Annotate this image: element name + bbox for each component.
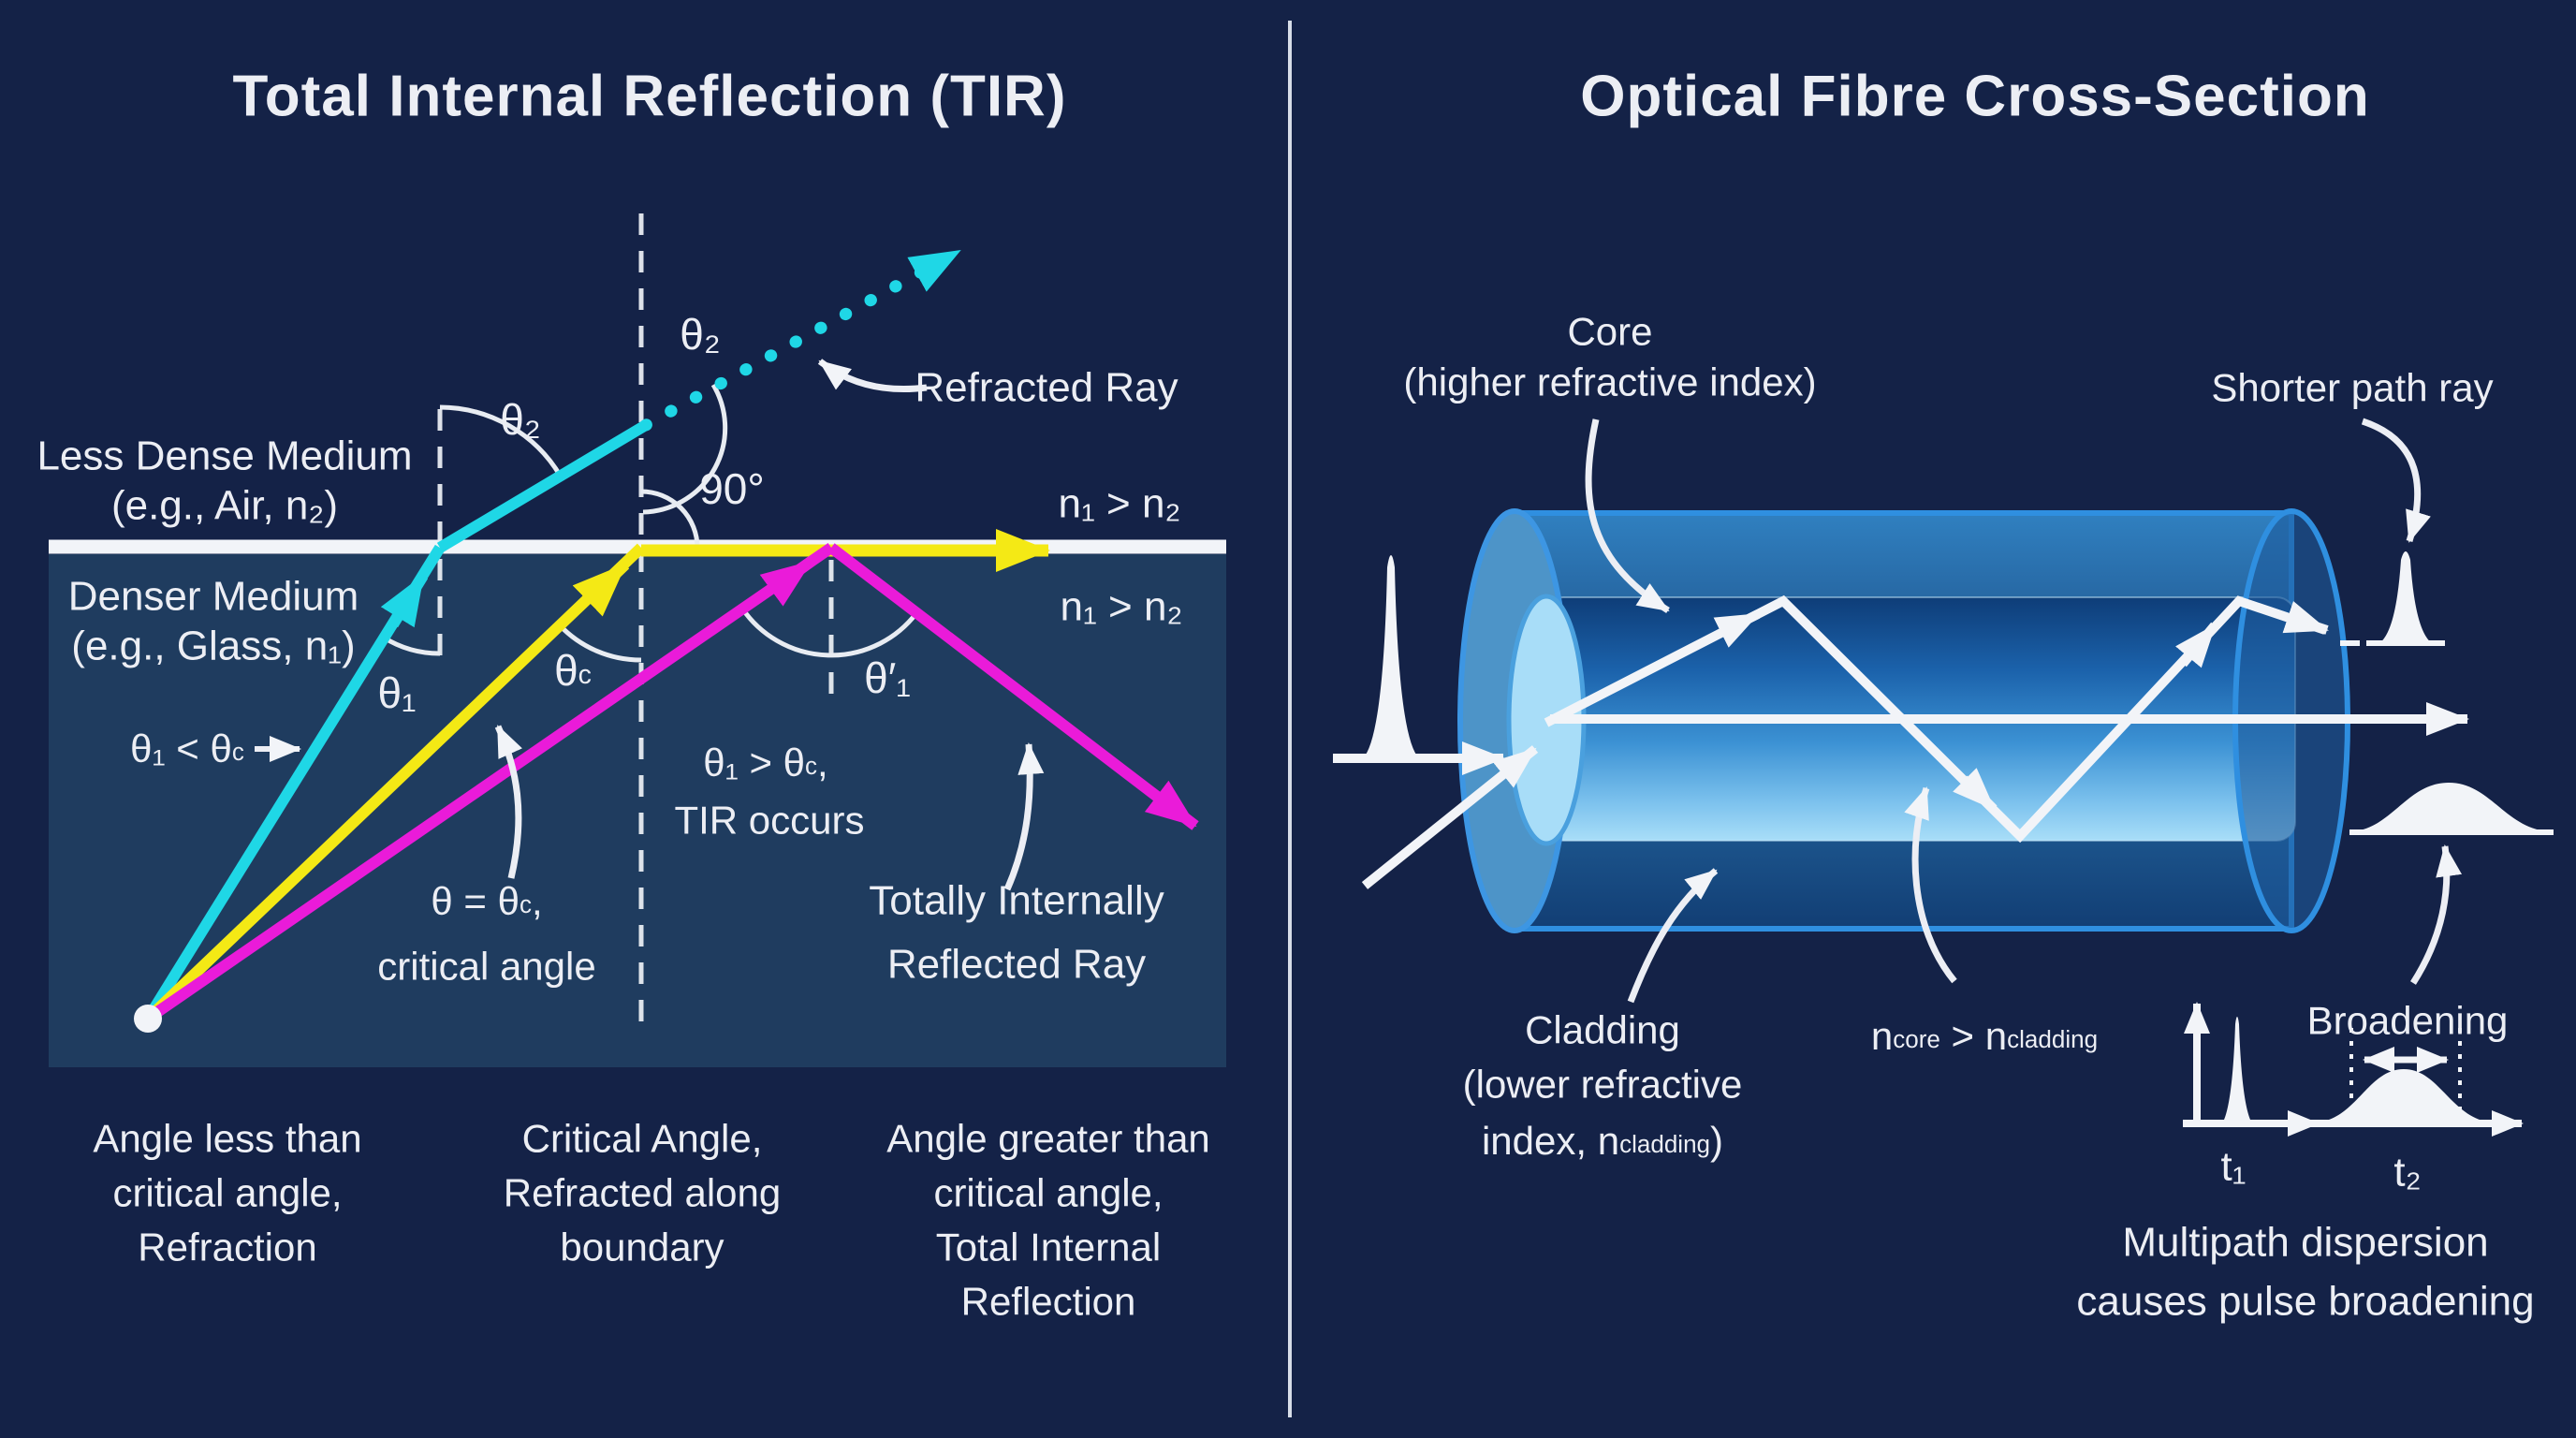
fibre-panel: Optical Fibre Cross-Section t bbox=[1333, 65, 2554, 1325]
refracted-ray-label: Refracted Ray bbox=[915, 365, 1178, 411]
cyan-refracted-ray-dotted bbox=[639, 244, 966, 432]
tir-title: Total Internal Reflection (TIR) bbox=[233, 65, 1067, 129]
caption-critical-angle: Critical Angle, Refracted along boundary bbox=[504, 1117, 782, 1269]
magenta-incident-arrowhead bbox=[759, 557, 814, 607]
cladding-pointer-arrow bbox=[1627, 868, 1719, 1004]
dispersion-caption-line2: causes pulse broadening bbox=[2076, 1279, 2534, 1325]
critical-angle-label-line1: θ = θc, bbox=[431, 879, 542, 923]
theta1-prime-label: θ′₁ bbox=[864, 653, 911, 702]
cyan-refracted-ray-solid bbox=[436, 419, 650, 553]
index-relation-above: n₁ > n₂ bbox=[1058, 481, 1180, 527]
caption-line: Reflection bbox=[961, 1280, 1136, 1324]
tir-condition-line2: TIR occurs bbox=[674, 799, 864, 843]
ninety-degree-arc bbox=[640, 489, 700, 549]
refracted-ray-pointer-arrow bbox=[817, 359, 928, 393]
caption-line: Critical Angle, bbox=[522, 1117, 763, 1161]
yellow-incident-arrowhead bbox=[572, 560, 630, 617]
magenta-incident-ray bbox=[144, 543, 835, 1023]
index-relation-pointer-arrow bbox=[1904, 786, 1957, 984]
tir-condition-line1: θ₁ > θc, bbox=[703, 741, 827, 785]
t2-label: t₂ bbox=[2393, 1150, 2421, 1196]
denser-label-line2: (e.g., Glass, n₁) bbox=[71, 624, 355, 669]
index-relation-label: ncore > ncladding bbox=[1871, 1014, 2098, 1058]
broadening-pointer-arrow bbox=[2410, 844, 2463, 985]
caption-line: Angle less than bbox=[93, 1117, 361, 1161]
critical-angle-pointer-arrow bbox=[494, 725, 522, 879]
reflected-ray-label-line1: Totally Internally bbox=[869, 878, 1164, 924]
theta1-prime-arc bbox=[739, 607, 918, 658]
output-narrow-pulse bbox=[2379, 551, 2432, 643]
yellow-critical-ray bbox=[143, 543, 646, 1023]
core-label-line1: Core bbox=[1567, 310, 1652, 354]
zigzag-ray bbox=[1544, 594, 2327, 844]
t1-label: t₁ bbox=[2220, 1144, 2246, 1190]
ray-origin-point bbox=[134, 1005, 162, 1033]
zigzag-exit-arrowhead bbox=[2282, 601, 2329, 635]
magenta-reflected-ray bbox=[827, 543, 1199, 830]
t1-narrow-pulse bbox=[2222, 1017, 2252, 1123]
cladding-label-line1: Cladding bbox=[1525, 1008, 1680, 1052]
theta-c-arc bbox=[558, 624, 642, 663]
core-pointer-arrow bbox=[1585, 418, 1670, 613]
cladding-label-line2: (lower refractive bbox=[1463, 1063, 1743, 1107]
t1-pulse-plot: t₁ bbox=[2183, 1002, 2320, 1190]
t2-broad-pulse bbox=[2318, 1069, 2492, 1123]
theta2-label-left: θ₂ bbox=[500, 395, 540, 444]
caption-line: boundary bbox=[560, 1225, 724, 1269]
cladding-label-line3: index, ncladding) bbox=[1482, 1119, 1723, 1163]
reflected-ray-label-line2: Reflected Ray bbox=[887, 942, 1146, 988]
caption-line: Angle greater than bbox=[886, 1117, 1210, 1161]
less-dense-label-line2: (e.g., Air, n₂) bbox=[111, 483, 338, 529]
theta2-arc-left bbox=[439, 404, 564, 478]
fibre-title: Optical Fibre Cross-Section bbox=[1580, 65, 2370, 129]
cyan-incident-arrowhead bbox=[380, 572, 429, 628]
caption-line: Total Internal bbox=[936, 1225, 1161, 1269]
ninety-degrees-label: 90° bbox=[699, 464, 765, 513]
input-pulse bbox=[1363, 555, 1419, 758]
caption-line: Refraction bbox=[138, 1225, 316, 1269]
core-label-line2: (higher refractive index) bbox=[1403, 360, 1816, 404]
caption-line: critical angle, bbox=[933, 1171, 1163, 1215]
shorter-path-label: Shorter path ray bbox=[2211, 366, 2493, 410]
caption-refraction: Angle less than critical angle, Refracti… bbox=[93, 1117, 361, 1269]
t2-pulse-plot: t₂ bbox=[2303, 1028, 2524, 1196]
zigzag-arrowhead-3 bbox=[2175, 622, 2218, 668]
less-dense-label-line1: Less Dense Medium bbox=[37, 433, 412, 479]
theta2-arc-normal bbox=[642, 383, 728, 515]
output-broadened-pulse bbox=[2353, 783, 2548, 831]
broadening-label: Broadening bbox=[2307, 999, 2509, 1043]
theta-c-label: θc bbox=[554, 646, 592, 695]
input-ray-angled bbox=[1361, 745, 1539, 889]
dispersion-caption-line1: Multipath dispersion bbox=[2122, 1220, 2488, 1266]
theta2-label-normal: θ₂ bbox=[680, 310, 720, 359]
caption-line: Refracted along bbox=[504, 1171, 782, 1215]
zigzag-arrowhead-2 bbox=[1953, 768, 1998, 813]
caption-line: critical angle, bbox=[112, 1171, 342, 1215]
denser-label-line1: Denser Medium bbox=[68, 574, 359, 620]
tir-panel: Total Internal Reflection (TIR) Les bbox=[37, 65, 1226, 1324]
shorter-path-pointer-arrow bbox=[2361, 418, 2431, 543]
critical-angle-label-line2: critical angle bbox=[377, 945, 595, 989]
caption-total-internal-reflection: Angle greater than critical angle, Total… bbox=[886, 1117, 1210, 1324]
theta1-label: θ₁ bbox=[377, 668, 416, 717]
zigzag-arrowhead-1 bbox=[1713, 609, 1761, 648]
index-relation-below: n₁ > n₂ bbox=[1060, 584, 1182, 630]
reflected-ray-pointer-arrow bbox=[1003, 742, 1045, 891]
incident-condition-label: θ₁ < θc bbox=[130, 726, 244, 770]
